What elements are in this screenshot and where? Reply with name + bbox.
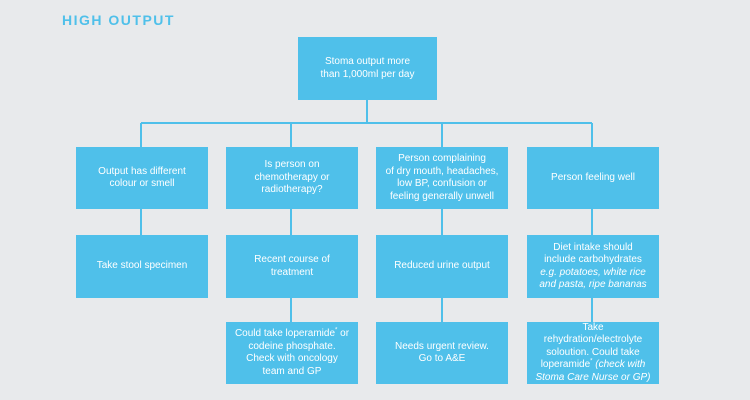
box-rehydration-solution: Take rehydration/electrolyte soloution. … (527, 322, 659, 384)
box-line: team and GP (262, 365, 322, 377)
box-line: Recent course of treatment (254, 254, 330, 278)
box-line: colour or smell (109, 178, 175, 189)
box-recent-course-treatment: Recent course of treatment (226, 235, 358, 298)
box-line: Take rehydration/electrolyte (543, 321, 643, 346)
box-line: radiotherapy? (261, 184, 323, 196)
box-text: Could take loperamide (234, 328, 336, 339)
asterisk-mark: * (335, 327, 338, 334)
box-line: Check with oncology (246, 353, 338, 364)
root-line-2: than 1,000ml per day (320, 68, 415, 80)
box-line: Needs urgent review. (395, 340, 489, 352)
root-line-1: Stoma output more (324, 56, 411, 67)
root-box-stoma-output: Stoma output more than 1,000ml per day (298, 37, 437, 100)
box-line: soloution. Could take (546, 346, 640, 358)
box-line: loperamide* (check with (541, 359, 646, 372)
box-line: include carbohydrates (544, 254, 642, 265)
box-line: Reduced urine output (394, 260, 490, 272)
box-line: Take stool specimen (96, 260, 188, 272)
box-take-stool-specimen: Take stool specimen (76, 235, 208, 298)
box-text: loperamide (540, 359, 591, 371)
box-chemotherapy-question: Is person on chemotherapy or radiotherap… (226, 147, 358, 209)
box-line: Diet intake should (553, 241, 633, 253)
box-line: codeine phosphate. (248, 340, 336, 352)
box-output-different-colour: Output has different colour or smell (76, 147, 208, 209)
box-text: or (337, 328, 350, 339)
box-line: feeling generally unwell (390, 190, 494, 202)
asterisk-mark: * (590, 358, 593, 365)
box-line: Output has different (98, 165, 186, 177)
box-person-complaining: Person complaining of dry mouth, headach… (376, 147, 508, 209)
box-line-italic: and pasta, ripe bananas (539, 279, 647, 290)
box-line: chemotherapy or (254, 171, 330, 183)
box-loperamide-codeine: Could take loperamide* or codeine phosph… (226, 322, 358, 384)
box-line-italic: e.g. potatoes, white rice (540, 266, 646, 278)
box-text-italic: (check with (592, 359, 646, 371)
box-person-feeling-well: Person feeling well (527, 147, 659, 209)
box-line-italic: Stoma Care Nurse or GP) (535, 371, 651, 383)
box-reduced-urine-output: Reduced urine output (376, 235, 508, 298)
box-diet-intake: Diet intake should include carbohydrates… (527, 235, 659, 298)
box-urgent-review: Needs urgent review. Go to A&E (376, 322, 508, 384)
box-line: Is person on (264, 159, 320, 171)
box-line: Person complaining (398, 153, 486, 164)
page-title: HIGH OUTPUT (62, 12, 175, 28)
box-line: low BP, confusion or (397, 178, 487, 189)
box-line: Go to A&E (418, 353, 466, 364)
box-line: Person feeling well (551, 171, 635, 183)
box-line: Could take loperamide* or (235, 328, 349, 341)
box-line: of dry mouth, headaches, (385, 165, 499, 177)
